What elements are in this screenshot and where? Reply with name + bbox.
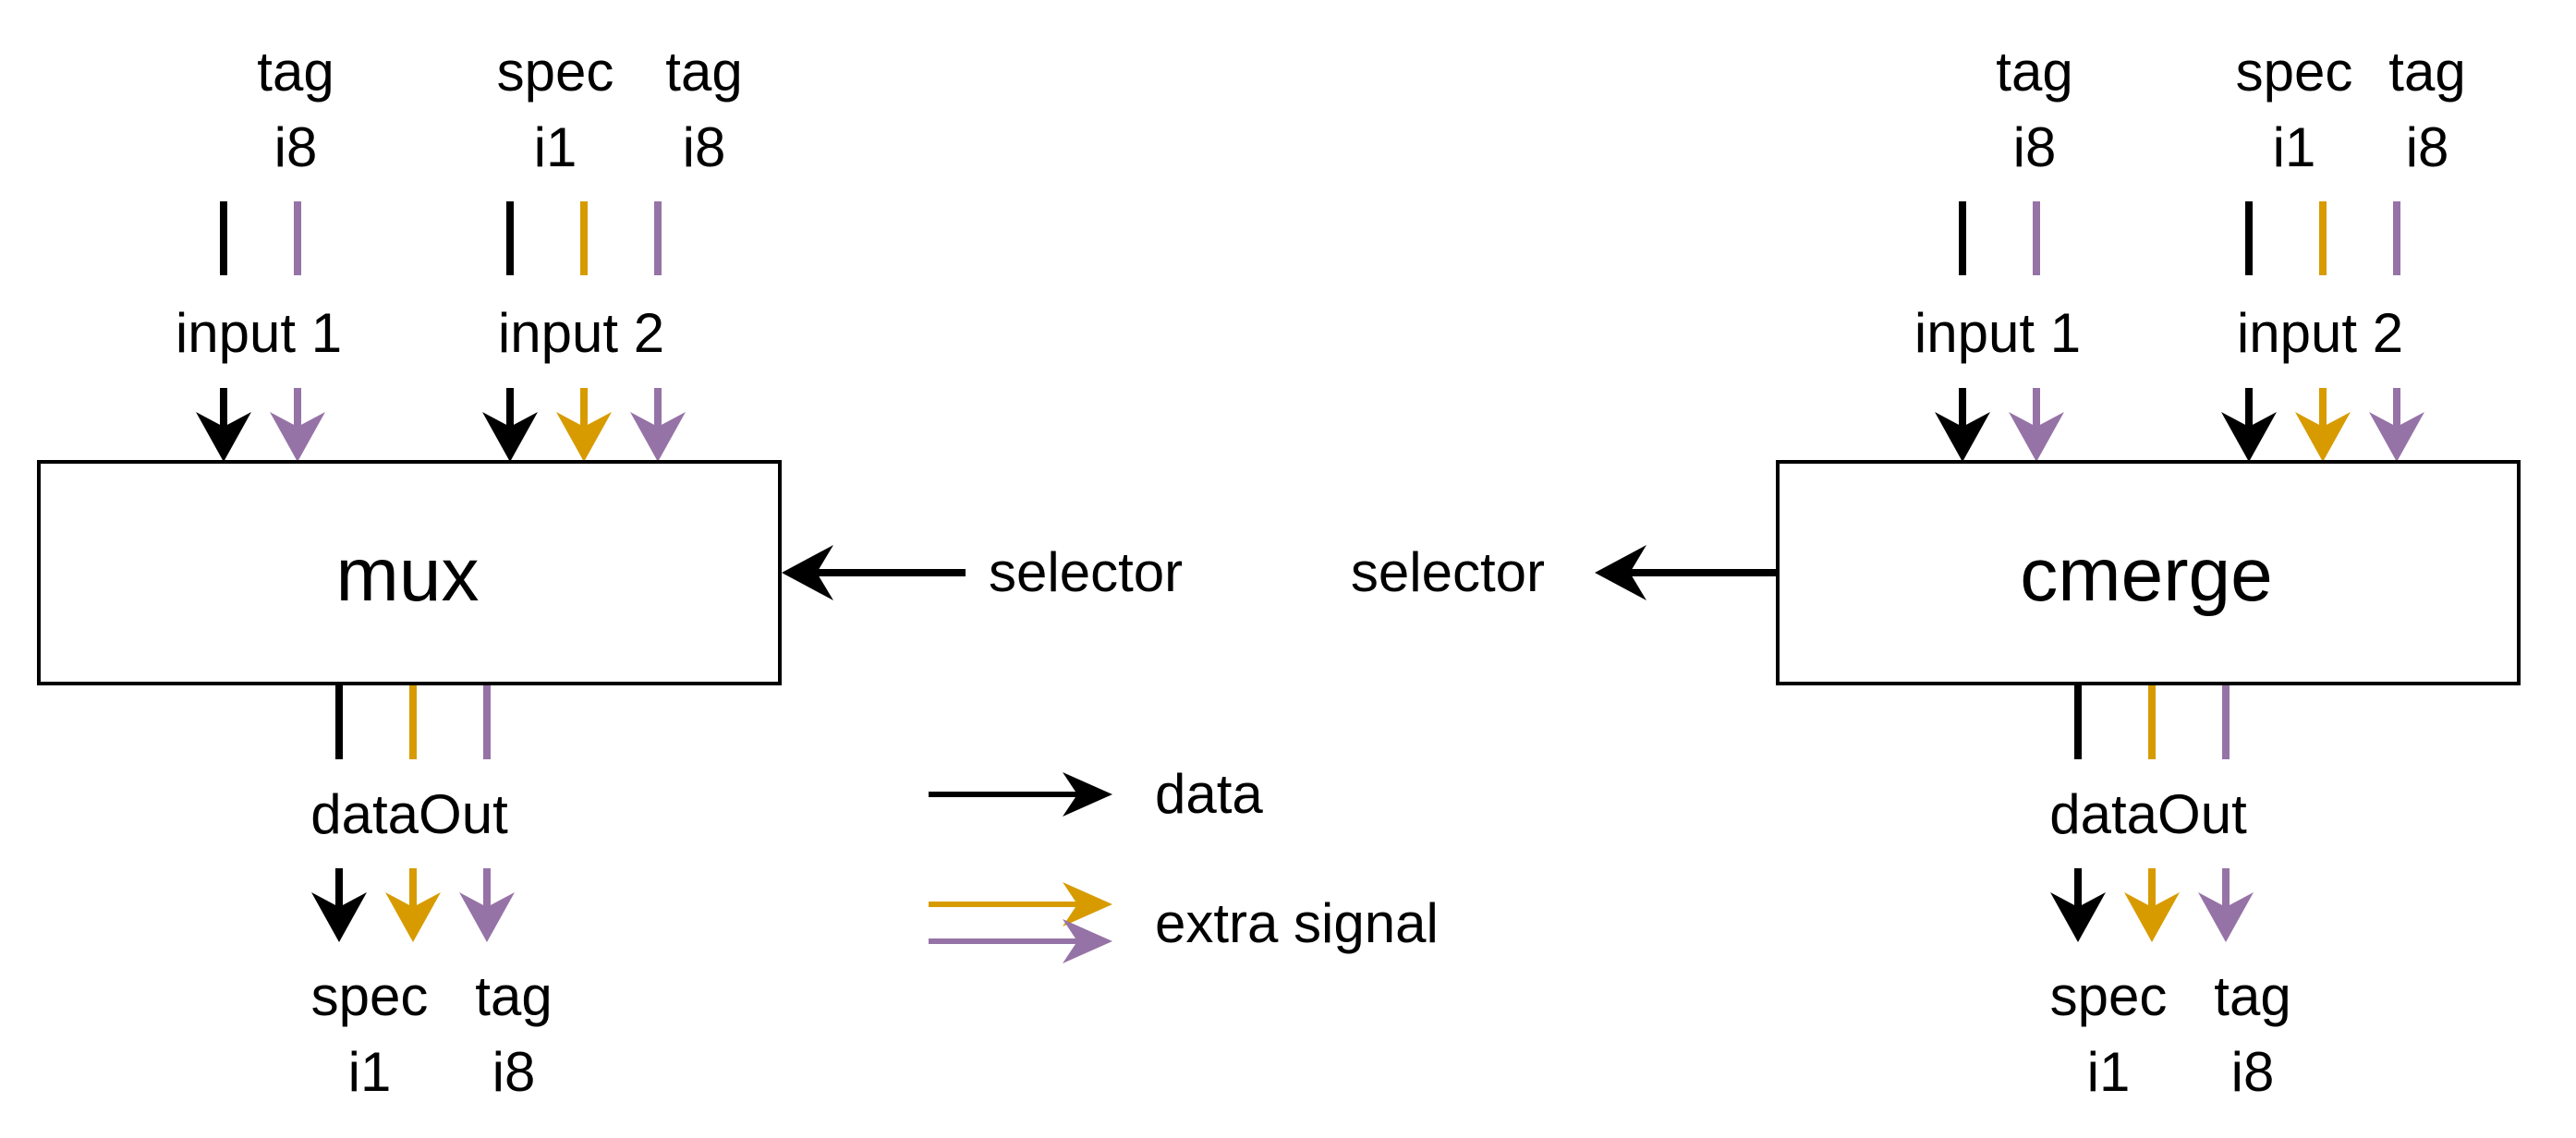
mux-output-spec-name: spec (311, 965, 429, 1027)
mux-block (37, 460, 782, 685)
cmerge-input1-data-arrow (1935, 388, 1990, 462)
cmerge-group: tag i8 spec i1 tag i8 input 1 input 2 (1351, 41, 2521, 1103)
cmerge-output-tag-name: tag (2214, 965, 2290, 1027)
mux-group: tag i8 spec i1 tag i8 input 1 input 2 (37, 41, 1183, 1103)
mux-output-label: dataOut (310, 783, 508, 845)
cmerge-input1-label: input 1 (1914, 302, 2081, 364)
cmerge-output-label: dataOut (2049, 783, 2247, 845)
cmerge-out-spec-arrow (2124, 868, 2180, 942)
mux-out-data-arrow (311, 868, 367, 942)
cmerge-out-data-arrow (2050, 868, 2106, 942)
cmerge-block-label: cmerge (2020, 533, 2272, 617)
mux-out-tag-arrow (459, 868, 515, 942)
mux-selector-label: selector (989, 541, 1183, 603)
cmerge-block (1776, 460, 2521, 685)
mux-input2-label: input 2 (498, 302, 664, 364)
cmerge-input1-tag-name: tag (1996, 41, 2072, 103)
cmerge-selector-arrow (1595, 545, 1776, 600)
cmerge-input2-spec-arrow (2295, 388, 2351, 462)
mux-input1-tag-type: i8 (274, 116, 318, 178)
mux-input2-spec-arrow (556, 388, 612, 462)
legend: data extra signal (929, 763, 1439, 963)
cmerge-output-tag-type: i8 (2231, 1041, 2275, 1103)
mux-input2-tag-arrow (630, 388, 686, 462)
cmerge-out-tag-arrow (2198, 868, 2254, 942)
mux-input2-spec-type: i1 (534, 116, 577, 178)
mux-selector-arrow (782, 545, 966, 600)
cmerge-input2-spec-type: i1 (2273, 116, 2316, 178)
mux-output-tag-type: i8 (492, 1041, 536, 1103)
cmerge-input1-tag-arrow (2009, 388, 2064, 462)
mux-input2-data-arrow (482, 388, 538, 462)
mux-input1-tag-arrow (270, 388, 325, 462)
mux-input2-tag-name: tag (665, 41, 742, 103)
cmerge-input2-tag-name: tag (2388, 41, 2465, 103)
cmerge-input2-tag-type: i8 (2406, 116, 2449, 178)
mux-input1-label: input 1 (176, 302, 342, 364)
mux-output-tag-name: tag (475, 965, 552, 1027)
legend-data-arrow (929, 772, 1112, 817)
cmerge-output-spec-name: spec (2050, 965, 2168, 1027)
cmerge-input1-tag-type: i8 (2013, 116, 2057, 178)
legend-extra-label: extra signal (1155, 892, 1439, 954)
legend-extra-spec-arrow (929, 882, 1112, 926)
mux-output-spec-type: i1 (348, 1041, 392, 1103)
mux-out-spec-arrow (385, 868, 441, 942)
cmerge-input2-tag-arrow (2369, 388, 2424, 462)
cmerge-input2-spec-name: spec (2236, 41, 2353, 103)
mux-input2-spec-name: spec (497, 41, 614, 103)
cmerge-input2-label: input 2 (2237, 302, 2403, 364)
mux-input1-data-arrow (196, 388, 251, 462)
mux-input2-tag-type: i8 (683, 116, 726, 178)
cmerge-input2-data-arrow (2221, 388, 2277, 462)
mux-input1-tag-name: tag (257, 41, 334, 103)
cmerge-selector-label: selector (1351, 541, 1545, 603)
cmerge-output-spec-type: i1 (2087, 1041, 2131, 1103)
legend-data-label: data (1155, 763, 1263, 825)
mux-block-label: mux (336, 533, 480, 617)
legend-extra-tag-arrow (929, 919, 1112, 963)
